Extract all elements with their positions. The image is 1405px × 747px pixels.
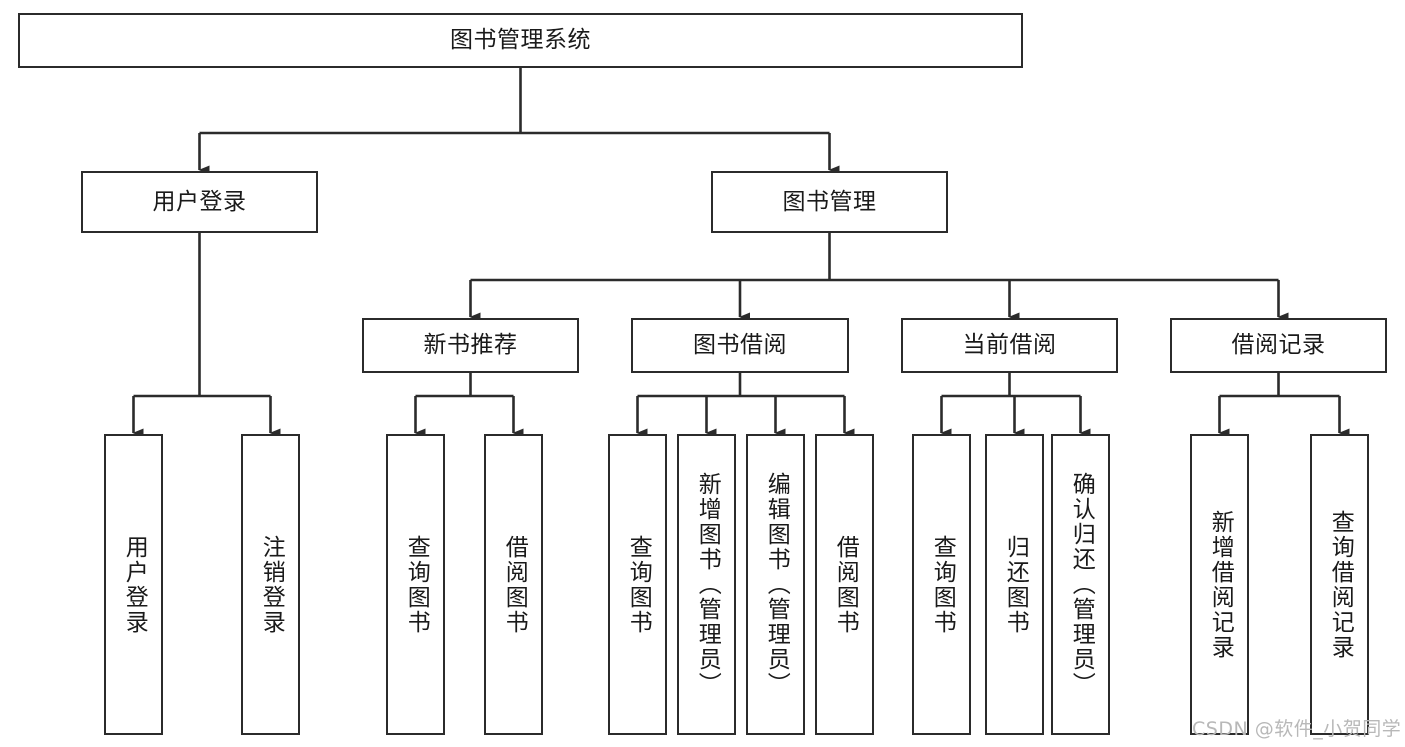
node-l-b2[interactable]: 借阅图书 bbox=[815, 434, 874, 735]
node-label: 注销登录 bbox=[258, 534, 285, 635]
node-l-logout[interactable]: 注销登录 bbox=[241, 434, 300, 735]
node-label: 新增借阅记录 bbox=[1207, 509, 1234, 660]
node-label: 图书管理 bbox=[782, 188, 877, 215]
node-l-confirm[interactable]: 确认归还（管理员） bbox=[1051, 434, 1110, 735]
node-label: 图书管理系统 bbox=[450, 27, 591, 54]
node-records[interactable]: 借阅记录 bbox=[1170, 318, 1387, 373]
node-label: 当前借阅 bbox=[962, 332, 1057, 359]
node-label: 编辑图书（管理员） bbox=[763, 472, 790, 697]
node-l-login[interactable]: 用户登录 bbox=[104, 434, 163, 735]
node-l-qrec[interactable]: 查询借阅记录 bbox=[1310, 434, 1369, 735]
node-label: 确认归还（管理员） bbox=[1068, 472, 1095, 697]
node-label: 归还图书 bbox=[1002, 534, 1029, 635]
node-borrow[interactable]: 图书借阅 bbox=[631, 318, 849, 373]
node-label: 查询图书 bbox=[929, 534, 956, 635]
node-l-edit[interactable]: 编辑图书（管理员） bbox=[746, 434, 805, 735]
node-l-add[interactable]: 新增图书（管理员） bbox=[677, 434, 736, 735]
node-label: 借阅记录 bbox=[1231, 332, 1326, 359]
node-current[interactable]: 当前借阅 bbox=[901, 318, 1118, 373]
node-l-return[interactable]: 归还图书 bbox=[985, 434, 1044, 735]
node-root[interactable]: 图书管理系统 bbox=[18, 13, 1023, 68]
node-label: 新书推荐 bbox=[423, 332, 518, 359]
node-l-q2[interactable]: 查询图书 bbox=[608, 434, 667, 735]
node-label: 查询图书 bbox=[625, 534, 652, 635]
node-l-q3[interactable]: 查询图书 bbox=[912, 434, 971, 735]
node-label: 图书借阅 bbox=[693, 332, 787, 359]
node-login[interactable]: 用户登录 bbox=[81, 171, 318, 233]
node-label: 借阅图书 bbox=[832, 534, 859, 635]
node-label: 借阅图书 bbox=[501, 534, 528, 635]
node-l-q1[interactable]: 查询图书 bbox=[386, 434, 445, 735]
node-label: 查询借阅记录 bbox=[1327, 509, 1354, 660]
node-newbook[interactable]: 新书推荐 bbox=[362, 318, 579, 373]
node-l-addrec[interactable]: 新增借阅记录 bbox=[1190, 434, 1249, 735]
node-label: 用户登录 bbox=[121, 534, 148, 635]
node-bookmgmt[interactable]: 图书管理 bbox=[711, 171, 948, 233]
node-label: 查询图书 bbox=[403, 534, 430, 635]
node-label: 用户登录 bbox=[152, 188, 247, 215]
node-label: 新增图书（管理员） bbox=[694, 472, 721, 697]
node-l-b1[interactable]: 借阅图书 bbox=[484, 434, 543, 735]
watermark-text: CSDN @软件_小贺同学 bbox=[1192, 718, 1402, 740]
